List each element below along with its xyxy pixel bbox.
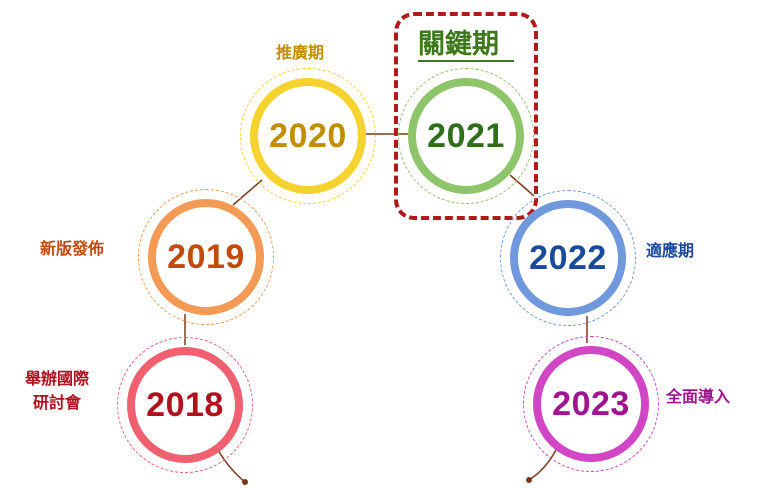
milestone-2023: 2023: [533, 346, 649, 462]
milestone-2019: 2019: [148, 199, 264, 315]
key-period-title: 關鍵期: [418, 29, 499, 60]
key-period-title-underline: [418, 60, 514, 62]
label-2023: 全面導入: [666, 387, 731, 406]
year-2022: 2022: [529, 238, 607, 277]
halo-2018: [117, 337, 253, 473]
halo-2020: [240, 68, 376, 204]
end-dot-right: [526, 477, 532, 483]
halo-2022: [500, 190, 636, 326]
milestone-2018: 2018: [127, 347, 243, 463]
milestone-2022: 2022: [510, 200, 626, 316]
label-2020: 推廣期: [276, 43, 325, 62]
year-2018: 2018: [146, 385, 224, 424]
year-2023: 2023: [552, 384, 630, 423]
year-2019: 2019: [167, 237, 245, 276]
label-2022: 適應期: [646, 241, 695, 260]
label-2018-line1: 舉辦國際: [25, 369, 90, 388]
milestone-2020: 2020: [250, 78, 366, 194]
end-dot-left: [242, 479, 248, 485]
halo-2019: [138, 189, 274, 325]
label-2018-line2: 研討會: [33, 393, 82, 412]
halo-2021: [398, 68, 534, 204]
year-2021: 2021: [427, 116, 505, 155]
label-2019: 新版發佈: [40, 239, 105, 258]
key-period-highlight-box: [394, 12, 538, 220]
year-2020: 2020: [269, 116, 347, 155]
halo-2023: [523, 336, 659, 472]
milestone-2021: 2021: [408, 78, 524, 194]
